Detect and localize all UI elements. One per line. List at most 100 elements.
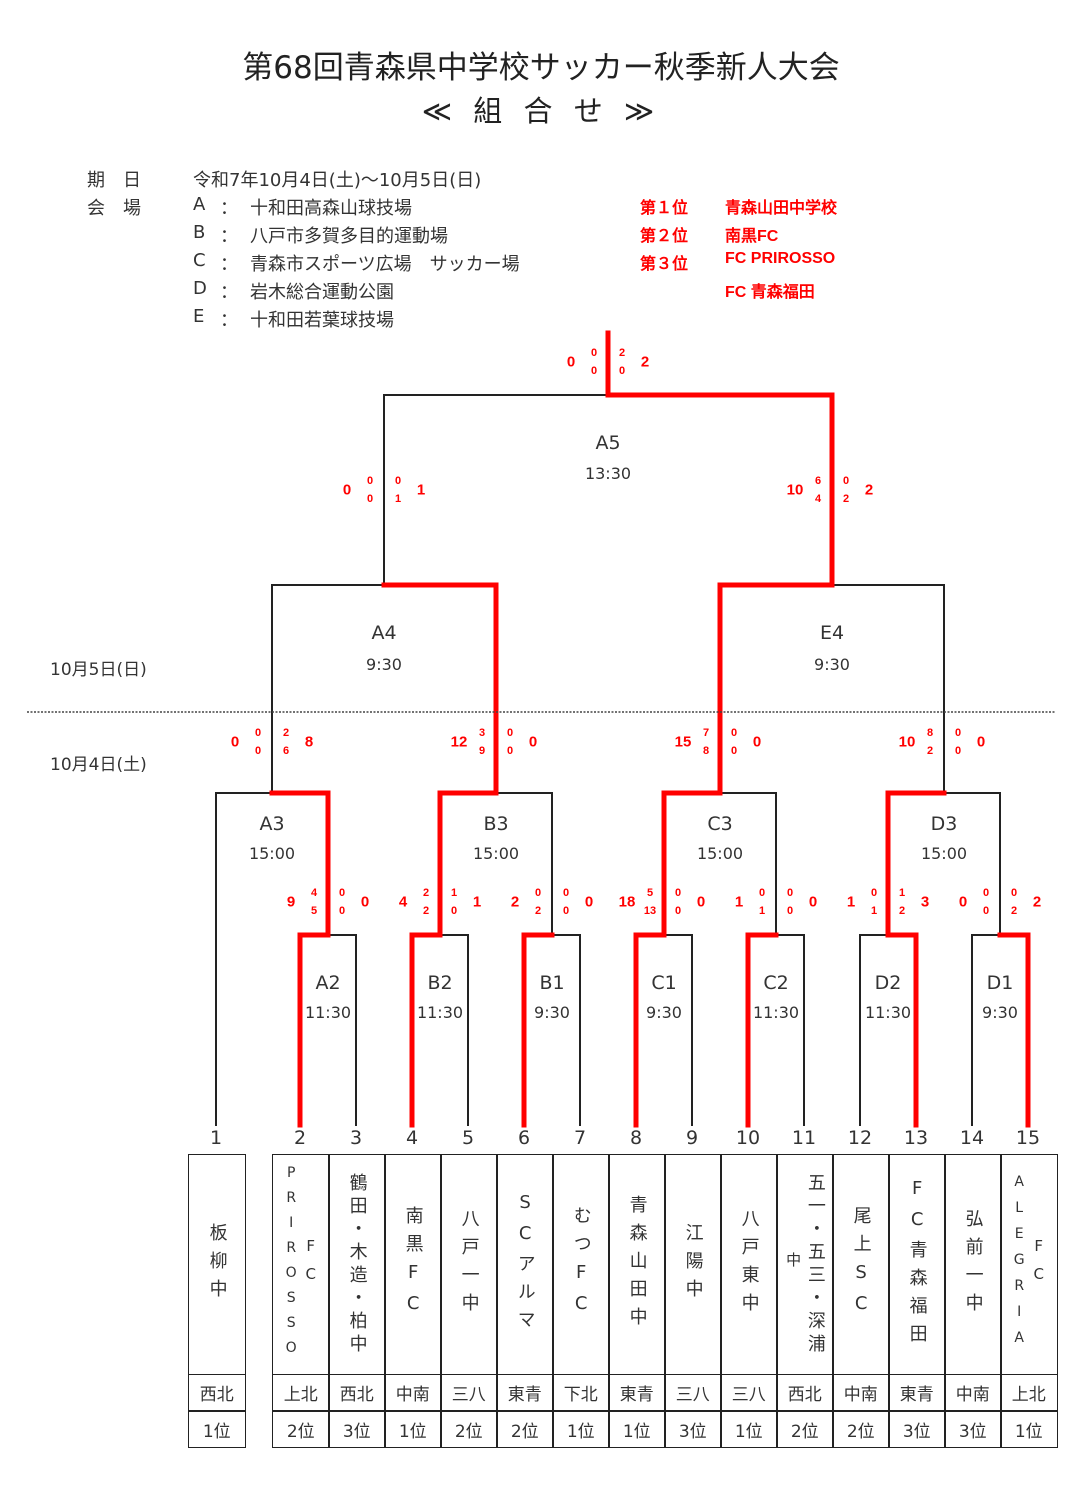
score-right-second-half: 0 (506, 745, 514, 757)
result-place: 第２位 (640, 228, 689, 245)
team-number: 4 (405, 1127, 419, 1149)
score-right-second-half: 0 (730, 745, 738, 757)
score-right-first-half: 0 (730, 727, 738, 739)
team-name-cell: 鶴田・木造・柏中 (328, 1154, 386, 1375)
score-right-first-half: 0 (786, 887, 794, 899)
team-name: 尾上SC (850, 1205, 872, 1324)
team-rank: 1位 (384, 1410, 442, 1448)
match-name: A3 (259, 813, 285, 835)
page-subtitle: ≪ 組 合 せ ≫ (421, 94, 661, 128)
score-left-total: 0 (342, 481, 352, 499)
match-time: 15:00 (696, 844, 744, 863)
match-name: D1 (986, 972, 1014, 994)
team-region: 東青 (888, 1373, 946, 1412)
score-left-second-half: 2 (534, 905, 542, 917)
score-left-total: 0 (230, 733, 240, 751)
team-rank: 2位 (272, 1410, 330, 1448)
score-left-total: 15 (674, 733, 692, 751)
score-left-first-half: 4 (310, 887, 318, 899)
venue-name: 青森市スポーツ広場 サッカー場 (250, 254, 520, 275)
team-rank: 1位 (188, 1410, 246, 1448)
match-time: 11:30 (416, 1003, 464, 1022)
team-name: FC (301, 1236, 320, 1293)
team-name-cell: 南黒FC (384, 1154, 442, 1375)
team-rank: 1位 (552, 1410, 610, 1448)
result-team: 南黒FC (725, 228, 779, 245)
score-left-first-half: 0 (982, 887, 990, 899)
team-rank: 2位 (440, 1410, 498, 1448)
score-right-first-half: 0 (562, 887, 570, 899)
score-right-total: 3 (920, 893, 930, 911)
score-left-total: 1 (846, 893, 856, 911)
score-left-total: 9 (286, 893, 296, 911)
venue-separator: ： (220, 310, 238, 331)
score-right-first-half: 0 (954, 727, 962, 739)
score-left-second-half: 8 (702, 745, 710, 757)
team-name-cell: 弘前一中 (944, 1154, 1002, 1375)
score-left-second-half: 0 (982, 905, 990, 917)
match-name: D2 (874, 972, 902, 994)
score-right-total: 1 (472, 893, 482, 911)
team-rank: 3位 (664, 1410, 722, 1448)
score-right-second-half: 0 (450, 905, 458, 917)
team-name: 八戸一中 (458, 1208, 480, 1321)
team-number: 9 (685, 1127, 699, 1149)
score-left-first-half: 7 (702, 727, 710, 739)
team-name: 南黒FC (402, 1205, 424, 1324)
team-number: 15 (1015, 1127, 1041, 1149)
match-time: 11:30 (304, 1003, 352, 1022)
result-place: 第１位 (640, 200, 689, 217)
team-rank: 2位 (496, 1410, 554, 1448)
team-number: 11 (791, 1127, 817, 1149)
match-name: C2 (763, 972, 789, 994)
venue-name: 十和田高森山球技場 (250, 198, 412, 219)
team-rank: 1位 (1000, 1410, 1058, 1448)
score-left-first-half: 0 (870, 887, 878, 899)
score-left-total: 10 (786, 481, 804, 499)
score-left-first-half: 0 (534, 887, 542, 899)
team-region: 西北 (776, 1373, 834, 1412)
score-left-first-half: 2 (422, 887, 430, 899)
score-right-total: 1 (416, 481, 426, 499)
score-left-total: 1 (734, 893, 744, 911)
team-name-cell: 八戸一中 (440, 1154, 498, 1375)
result-team: FC PRIROSSO (725, 250, 836, 267)
team-region: 西北 (188, 1373, 246, 1412)
match-name: C1 (651, 972, 677, 994)
match-time: 9:30 (534, 1003, 570, 1022)
team-name-cell: 尾上SC (832, 1154, 890, 1375)
venue-code: B (193, 222, 206, 243)
team-name-cell: 板柳中 (188, 1154, 246, 1375)
result-place: 第３位 (640, 256, 689, 273)
team-region: 中南 (384, 1373, 442, 1412)
score-right-second-half: 2 (842, 493, 850, 505)
score-left-second-half: 0 (590, 365, 598, 377)
team-name-cell: 八戸東中 (720, 1154, 778, 1375)
score-right-total: 2 (1032, 893, 1042, 911)
score-left-second-half: 0 (366, 493, 374, 505)
score-left-second-half: 1 (870, 905, 878, 917)
score-left-total: 2 (510, 893, 520, 911)
score-right-second-half: 0 (674, 905, 682, 917)
team-name-cell: 江陽中 (664, 1154, 722, 1375)
score-right-first-half: 0 (338, 887, 346, 899)
match-time: 9:30 (982, 1003, 1018, 1022)
team-region: 上北 (1000, 1373, 1058, 1412)
team-name: 八戸東中 (738, 1208, 760, 1321)
score-left-second-half: 9 (478, 745, 486, 757)
score-right-total: 0 (696, 893, 706, 911)
date-label: 期 日 (87, 170, 141, 191)
match-time: 11:30 (752, 1003, 800, 1022)
match-name: E4 (819, 622, 845, 644)
score-left-second-half: 13 (643, 905, 657, 917)
score-left-second-half: 2 (926, 745, 934, 757)
team-region: 中南 (832, 1373, 890, 1412)
score-left-first-half: 8 (926, 727, 934, 739)
date-value: 令和7年10月4日(土)～10月5日(日) (193, 170, 482, 191)
team-rank: 1位 (608, 1410, 666, 1448)
team-number: 5 (461, 1127, 475, 1149)
score-left-total: 4 (398, 893, 408, 911)
team-rank: 3位 (888, 1410, 946, 1448)
team-rank: 2位 (776, 1410, 834, 1448)
